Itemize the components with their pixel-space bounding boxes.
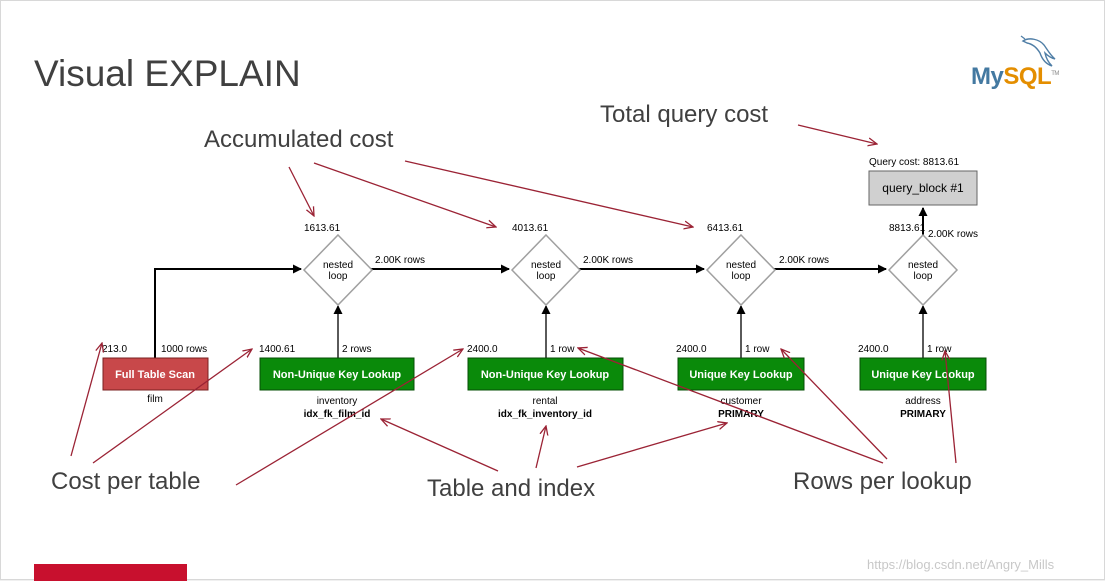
access-node-box [677,357,805,391]
access-type-label: Unique Key Lookup [689,369,793,381]
arrow-cost-2 [92,349,252,464]
logo-wordmark: MySQLTM [971,63,1059,91]
accumulated-cost: 6413.61 [707,223,744,234]
access-node-box [467,357,624,391]
slide-title: Visual EXPLAIN [34,53,301,94]
nested-loop-diamond [705,233,777,307]
access-type-label: Full Table Scan [115,369,195,381]
arrow-rows-3 [945,351,957,464]
access-node-inventory: 1400.61 2 rows Non-Unique Key Lookup inv… [259,344,415,420]
arrow-accum-2 [313,162,496,227]
access-node-box [859,357,987,391]
arrow-accum-3 [404,160,693,227]
table-rows: 1 row [745,344,770,355]
callout-cost-per-table: Cost per table [51,468,201,495]
table-name: customer [720,396,762,407]
nested-loop-diamond [302,233,374,307]
index-name: PRIMARY [718,409,764,420]
nested-loop-label: nested [908,260,938,271]
nested-loop-label: loop [732,271,751,282]
table-rows: 1 row [550,344,575,355]
index-name: idx_fk_inventory_id [498,409,592,420]
footer-accent-bar [34,564,187,581]
table-cost: 2400.0 [858,344,889,355]
access-node-box [102,357,209,391]
nested-loop-label: nested [531,260,561,271]
rows-out: 2.00K rows [928,229,978,240]
callout-accumulated-cost: Accumulated cost [204,126,394,153]
access-node-rental: 2400.0 1 row Non-Unique Key Lookup renta… [467,344,624,420]
table-name: film [147,394,163,405]
nested-loop-3: nested loop 6413.61 2.00K rows [705,223,829,307]
table-name: rental [532,396,557,407]
arrow-total-cost [797,124,877,144]
access-node-film: 213.0 1000 rows Full Table Scan film [102,344,209,405]
watermark: https://blog.csdn.net/Angry_Mills [867,557,1055,572]
arrow-tbl-3 [576,423,727,468]
query-cost-label: Query cost: 8813.61 [869,157,959,168]
nested-loop-diamond [887,233,959,307]
mysql-logo: MySQLTM [969,35,1069,97]
rows-out: 2.00K rows [779,255,829,266]
access-type-label: Non-Unique Key Lookup [481,369,610,381]
nested-loop-diamond [510,233,582,307]
flow-edges [154,207,928,361]
table-cost: 2400.0 [676,344,707,355]
nested-loop-1: nested loop 1613.61 2.00K rows [302,223,425,307]
callout-total-query-cost: Total query cost [600,101,769,128]
nested-loop-4: nested loop 8813.61 2.00K rows [887,223,978,307]
access-node-box [259,357,415,391]
query-block-label: query_block #1 [882,181,964,195]
annotation-arrows [70,124,957,486]
table-name: address [905,396,941,407]
accumulated-cost: 8813.61 [889,223,926,234]
access-node-customer: 2400.0 1 row Unique Key Lookup customer … [676,344,805,420]
nested-loop-label: nested [323,260,353,271]
table-cost: 213.0 [102,344,127,355]
nested-loop-label: loop [329,271,348,282]
rows-out: 2.00K rows [375,255,425,266]
table-rows: 1 row [927,344,952,355]
arrow-rows-2 [781,349,888,460]
nested-loop-2: nested loop 4013.61 2.00K rows [510,223,633,307]
arrow-rows-1 [578,348,884,464]
edge-film-to-loop1 [154,264,302,361]
table-rows: 1000 rows [161,344,207,355]
query-block-node: Query cost: 8813.61 query_block #1 [868,157,978,206]
logo-text-accent: SQL [1003,63,1052,90]
table-cost: 2400.0 [467,344,498,355]
callout-rows-per-lookup: Rows per lookup [793,468,972,495]
logo-text-main: My [971,63,1004,90]
nested-loop-label: nested [726,260,756,271]
access-type-label: Unique Key Lookup [871,369,975,381]
accumulated-cost: 1613.61 [304,223,341,234]
arrow-cost-3 [235,349,463,486]
accumulated-cost: 4013.61 [512,223,549,234]
rows-out: 2.00K rows [583,255,633,266]
arrow-tbl-2 [535,426,546,469]
nested-loop-label: loop [914,271,933,282]
index-name: idx_fk_film_id [304,409,371,420]
index-name: PRIMARY [900,409,946,420]
arrow-cost-1 [70,343,102,457]
nested-loop-label: loop [537,271,556,282]
access-node-address: 2400.0 1 row Unique Key Lookup address P… [858,344,987,420]
access-type-label: Non-Unique Key Lookup [273,369,402,381]
query-block-box [868,170,978,206]
table-name: inventory [317,396,358,407]
arrow-tbl-1 [381,419,499,472]
table-rows: 2 rows [342,344,371,355]
table-cost: 1400.61 [259,344,296,355]
callout-table-and-index: Table and index [427,475,596,502]
dolphin-icon [1020,35,1056,67]
logo-trademark: TM [1051,71,1059,77]
arrow-accum-1 [288,166,314,216]
